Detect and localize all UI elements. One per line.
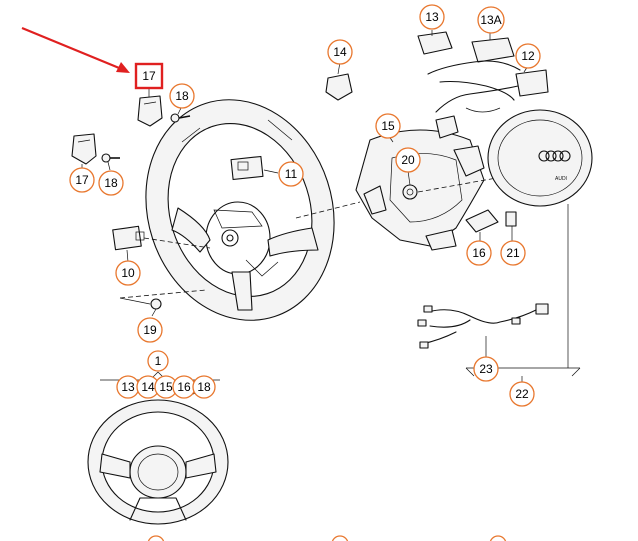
highlight-arrow bbox=[21, 26, 130, 73]
part-23-wiring bbox=[417, 303, 549, 358]
svg-text:16: 16 bbox=[472, 246, 486, 260]
callout-19: 19 bbox=[137, 317, 163, 343]
svg-text:23: 23 bbox=[479, 362, 493, 376]
svg-text:12: 12 bbox=[521, 49, 535, 63]
airbag-unit: AUDI bbox=[487, 109, 593, 368]
svg-text:18: 18 bbox=[175, 89, 189, 103]
callout-23: 23 bbox=[473, 356, 499, 382]
callout-12: 12 bbox=[515, 43, 541, 69]
svg-text:20: 20 bbox=[401, 153, 415, 167]
part-15-trim-frame bbox=[355, 129, 485, 251]
svg-text:18: 18 bbox=[197, 380, 211, 394]
callout-22: 22 bbox=[509, 381, 535, 407]
leader-15 bbox=[295, 201, 361, 219]
steering-wheel-main bbox=[145, 99, 335, 321]
svg-text:14: 14 bbox=[141, 380, 155, 394]
callout-16: 16 bbox=[466, 240, 492, 266]
callout-11: 11 bbox=[278, 161, 304, 187]
svg-text:13: 13 bbox=[425, 10, 439, 24]
svg-text:15: 15 bbox=[381, 119, 395, 133]
svg-text:21: 21 bbox=[506, 246, 520, 260]
part-18-screw-top bbox=[170, 107, 191, 123]
part-18-screw-left bbox=[101, 153, 120, 171]
callout-1: 1 bbox=[147, 350, 169, 372]
callout-bottom-partial-3 bbox=[489, 535, 507, 541]
part-10-connector bbox=[112, 225, 145, 263]
svg-text:14: 14 bbox=[333, 45, 347, 59]
callout-18: 18 bbox=[98, 170, 124, 196]
svg-text:13: 13 bbox=[121, 380, 135, 394]
part-16 bbox=[465, 209, 499, 242]
callout-15: 15 bbox=[375, 113, 401, 139]
svg-text:16: 16 bbox=[177, 380, 191, 394]
part-12-harness bbox=[427, 60, 549, 139]
complete-wheel-assembly bbox=[87, 371, 229, 525]
callout-group-14: 14 bbox=[136, 375, 160, 399]
part-20-bolt bbox=[402, 170, 531, 200]
svg-text:19: 19 bbox=[143, 323, 157, 337]
callout-17: 17 bbox=[69, 167, 95, 193]
callout-10: 10 bbox=[115, 260, 141, 286]
callout-17-highlighted: 17 bbox=[134, 62, 164, 90]
part-21 bbox=[505, 211, 517, 242]
svg-text:15: 15 bbox=[159, 380, 173, 394]
part-14 bbox=[325, 61, 353, 101]
part-17-left bbox=[71, 133, 97, 170]
svg-text:18: 18 bbox=[104, 176, 118, 190]
callout-bottom-partial-1 bbox=[147, 535, 165, 541]
callout-group-13: 13 bbox=[116, 375, 140, 399]
callout-13: 13 bbox=[419, 4, 445, 30]
callout-14: 14 bbox=[327, 39, 353, 65]
svg-text:17: 17 bbox=[142, 69, 156, 83]
callout-group-18: 18 bbox=[192, 375, 216, 399]
leader-10 bbox=[143, 237, 211, 249]
part-17-trim-highlighted bbox=[137, 88, 163, 127]
callout-18-top: 18 bbox=[169, 83, 195, 109]
svg-text:11: 11 bbox=[285, 167, 298, 181]
airbag-logo-text: AUDI bbox=[555, 176, 567, 182]
svg-text:17: 17 bbox=[75, 173, 89, 187]
part-13 bbox=[417, 30, 453, 55]
svg-text:13A: 13A bbox=[480, 13, 501, 27]
svg-text:10: 10 bbox=[121, 266, 135, 280]
callout-group-16: 16 bbox=[172, 375, 196, 399]
callout-21: 21 bbox=[500, 240, 526, 266]
callout-bottom-partial-2 bbox=[331, 535, 349, 541]
svg-text:1: 1 bbox=[155, 354, 162, 368]
part-13a bbox=[471, 33, 515, 63]
callout-13a: 13A bbox=[477, 6, 505, 34]
svg-text:22: 22 bbox=[515, 387, 529, 401]
callout-20: 20 bbox=[395, 147, 421, 173]
part-11-switch bbox=[230, 155, 279, 181]
part-19-screw bbox=[119, 289, 207, 317]
